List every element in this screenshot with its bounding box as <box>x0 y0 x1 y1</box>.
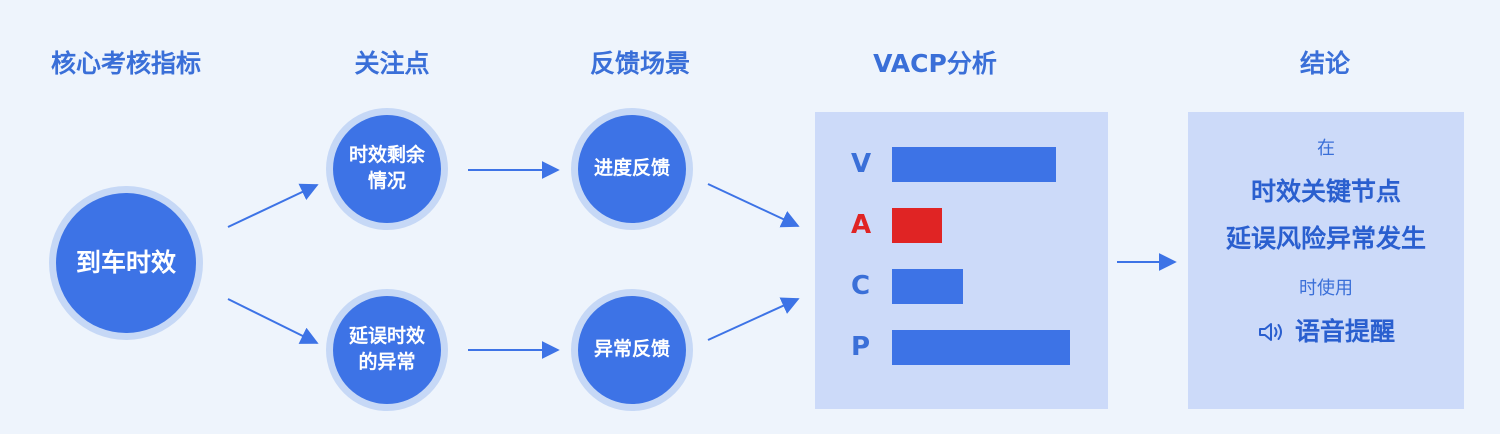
conclusion-action-label: 语音提醒 <box>1294 317 1395 346</box>
focus-node-delay: 延误时效 的异常 <box>333 296 441 404</box>
vacp-panel: V A C P <box>815 112 1108 409</box>
header-feedback: 反馈场景 <box>589 49 690 78</box>
conclusion-line2: 延误风险异常发生 <box>1225 224 1426 253</box>
vacp-letter-a: A <box>851 210 872 240</box>
conclusion-suffix: 时使用 <box>1299 278 1353 299</box>
header-conclusion: 结论 <box>1299 49 1350 78</box>
focus-node-remaining: 时效剩余 情况 <box>333 115 441 223</box>
feedback-node-abnormal: 异常反馈 <box>578 296 686 404</box>
feedback-node-abnormal-label: 异常反馈 <box>593 338 670 361</box>
speaker-icon <box>1258 323 1282 341</box>
focus-node-delay-line1: 延误时效 <box>348 325 425 348</box>
vacp-letter-c: C <box>851 271 871 301</box>
kpi-node: 到车时效 <box>56 193 196 333</box>
header-focus: 关注点 <box>354 49 430 78</box>
focus-node-remaining-line2: 情况 <box>367 170 406 192</box>
focus-node-delay-line2: 的异常 <box>358 351 416 373</box>
vacp-letter-p: P <box>851 332 871 362</box>
arrow-kpi-to-delay <box>227 298 319 344</box>
focus-node-remaining-line1: 时效剩余 <box>348 144 425 167</box>
conclusion-panel: 在 时效关键节点 延误风险异常发生 时使用 语音提醒 <box>1188 112 1464 409</box>
header-vacp: VACP分析 <box>873 49 997 78</box>
kpi-node-label: 到车时效 <box>75 248 176 278</box>
conclusion-line1: 时效关键节点 <box>1250 177 1401 206</box>
vacp-letter-v: V <box>851 149 872 179</box>
arrow-abnormal-to-vacp <box>707 297 800 341</box>
feedback-node-progress: 进度反馈 <box>578 115 686 223</box>
conclusion-action: 语音提醒 <box>1188 314 1464 350</box>
vacp-bar-c <box>892 269 963 304</box>
conclusion-prefix: 在 <box>1317 138 1335 159</box>
arrow-progress-to-vacp <box>707 183 800 228</box>
vacp-bar-p <box>892 330 1070 365</box>
vacp-bar-v <box>892 147 1056 182</box>
vacp-bar-a <box>892 208 942 243</box>
arrow-kpi-to-remaining <box>227 183 319 228</box>
feedback-node-progress-label: 进度反馈 <box>593 157 670 180</box>
header-kpi: 核心考核指标 <box>50 49 201 78</box>
